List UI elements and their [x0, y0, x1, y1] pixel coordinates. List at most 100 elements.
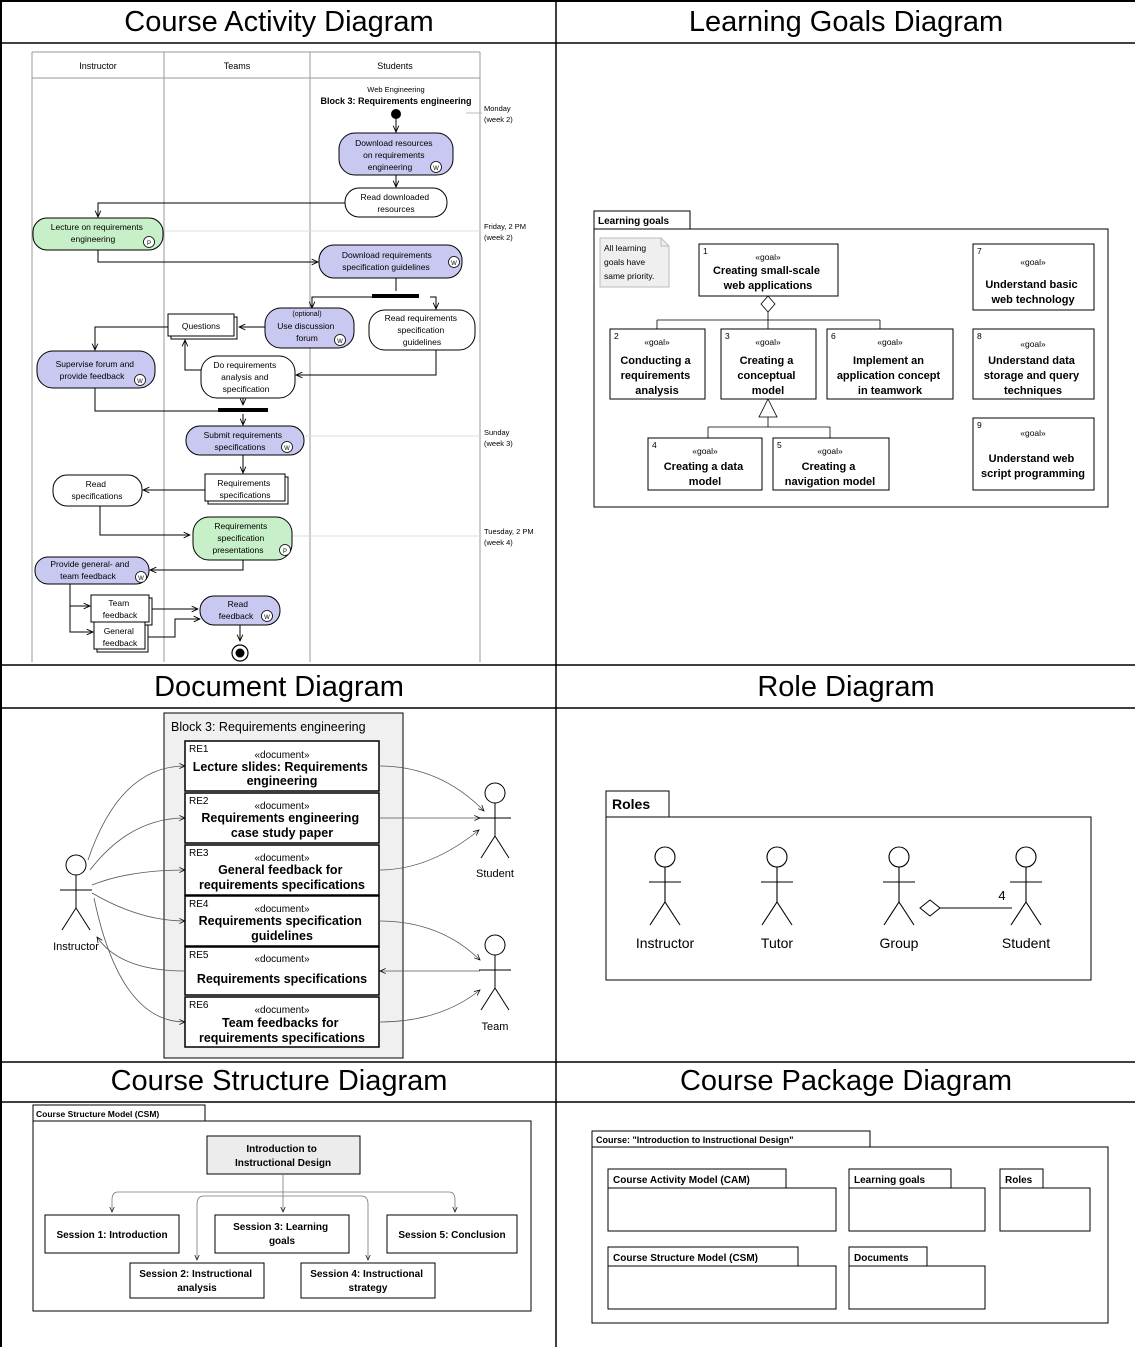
svg-text:RE4: RE4 [189, 899, 209, 910]
svg-text:Creating small-scale web: Creating small-scale web applications [713, 265, 823, 292]
svg-text:«goal»: «goal» [1020, 339, 1046, 349]
roles-package: Roles [605, 790, 1092, 981]
course-package-header: Course Package Diagram [679, 1065, 1013, 1097]
node-supervise: Supervise forum and provide feedback W [36, 350, 156, 389]
lane-instructor: Instructor [79, 61, 117, 71]
role-diagram: Roles Instructor Tutor Group Student [605, 790, 1092, 981]
course-structure-diagram: Course Structure Model (CSM) Introductio… [32, 1104, 532, 1312]
document-re4: RE4 «document» Requirements specificatio… [184, 895, 380, 947]
actor-instructor [60, 854, 92, 931]
role-tutor-label: Tutor [761, 935, 793, 951]
svg-text:Do requirements analysis: Do requirements analysis and specificati… [213, 360, 278, 394]
svg-text:9: 9 [977, 420, 982, 430]
svg-text:Requirements specification: Requirements specification guidelines [199, 914, 366, 943]
activity-flows [69, 119, 436, 641]
document-re5: RE5 «document» Requirements specificatio… [184, 946, 380, 996]
svg-text:Understand basic web tec: Understand basic web technology [985, 279, 1080, 306]
svg-text:RE1: RE1 [189, 744, 209, 755]
svg-text:1: 1 [703, 246, 708, 256]
csm-connectors [112, 1175, 455, 1260]
svg-text:«goal»: «goal» [644, 337, 670, 347]
svg-text:Understand web script pr: Understand web script programming [981, 453, 1085, 480]
goal-7: 7 «goal» Understand basic web technology [972, 243, 1095, 311]
role-actor-group [883, 846, 915, 926]
document-diagram: Block 3: Requirements engineering RE1 «d… [53, 712, 514, 1059]
svg-text:«document»: «document» [254, 750, 309, 761]
svg-text:RE5: RE5 [189, 950, 209, 961]
subpackage-documents: Documents [848, 1246, 986, 1310]
svg-text:(optional): (optional) [292, 311, 321, 318]
svg-text:Read requirements specif: Read requirements specification guidelin… [385, 313, 460, 347]
time-mark-4b: (week 4) [484, 538, 513, 547]
svg-text:2: 2 [614, 331, 619, 341]
svg-text:«document»: «document» [254, 801, 309, 812]
time-mark-2b: (week 2) [484, 233, 513, 242]
node-provide-feedback: Provide general- and team feedback W [34, 556, 150, 585]
svg-text:«goal»: «goal» [692, 446, 718, 456]
time-mark-1b: (week 2) [484, 115, 513, 124]
lane-students: Students [377, 61, 413, 71]
goal-2: 2 «goal» Conducting a requirements analy… [609, 328, 706, 400]
svg-text:Download resources on re: Download resources on requirements engin… [355, 138, 435, 172]
goal-1: 1 «goal» Creating small-scale web applic… [698, 243, 839, 297]
node-read-specs: Read specifications [52, 474, 143, 507]
time-mark-2: Friday, 2 PM [484, 222, 526, 231]
svg-text:W: W [337, 339, 343, 345]
svg-text:Session 2: Instructional: Session 2: Instructional analysis [139, 1269, 255, 1294]
svg-text:All learning goals have: All learning goals have same priority. [604, 243, 654, 281]
svg-text:Roles: Roles [1005, 1175, 1033, 1186]
svg-text:W: W [433, 166, 439, 172]
object-team-feedback: Team feedback [90, 594, 153, 626]
svg-text:Use discussion forum: Use discussion forum [277, 321, 337, 343]
role-header: Role Diagram [757, 671, 935, 703]
learning-goals-header: Learning Goals Diagram [688, 6, 1004, 38]
role-actor-instructor [649, 846, 681, 926]
document-re6: RE6 «document» Team feedbacks for requir… [184, 996, 380, 1048]
course-name: Web Engineering [367, 85, 424, 94]
role-student-label: Student [1002, 935, 1050, 951]
svg-text:4: 4 [652, 440, 657, 450]
svg-text:«goal»: «goal» [877, 337, 903, 347]
svg-text:7: 7 [977, 246, 982, 256]
svg-text:P: P [147, 241, 151, 247]
aggregation-group-student [919, 899, 1012, 917]
goal-4: 4 «goal» Creating a data model [647, 437, 763, 491]
node-read-guidelines: Read requirements specification guidelin… [368, 309, 476, 351]
svg-text:Conducting a requirement: Conducting a requirements analysis [620, 355, 693, 397]
subpackage-cam: Course Activity Model (CAM) [607, 1168, 837, 1232]
node-presentations: Requirements specification presentations… [192, 516, 293, 561]
svg-text:Learning goals: Learning goals [854, 1175, 926, 1186]
svg-text:RE2: RE2 [189, 796, 209, 807]
svg-text:W: W [137, 379, 143, 385]
subpackage-learning-goals: Learning goals [848, 1168, 986, 1232]
swimlanes [31, 51, 481, 662]
svg-text:3: 3 [725, 331, 730, 341]
goal-5: 5 «goal» Creating a navigation model [772, 437, 890, 491]
svg-text:Team feedbacks for requi: Team feedbacks for requirements specific… [199, 1016, 365, 1045]
learning-goals-diagram: Learning goals All learning goals have s… [593, 210, 1109, 508]
csm-session-2: Session 2: Instructional analysis [129, 1262, 265, 1299]
svg-text:6: 6 [831, 331, 836, 341]
time-mark-4: Tuesday, 2 PM [484, 527, 534, 536]
svg-text:Requirements engineering: Requirements engineering case study pape… [201, 811, 362, 840]
actor-instructor-label: Instructor [53, 941, 99, 953]
svg-text:Provide general- and tea: Provide general- and team feedback [50, 559, 131, 581]
svg-text:Download requirements sp: Download requirements specification guid… [342, 250, 434, 272]
object-general-feedback: General feedback [93, 621, 149, 653]
csm-session-5: Session 5: Conclusion [386, 1214, 518, 1254]
svg-text:«document»: «document» [254, 954, 309, 965]
svg-text:Roles: Roles [612, 796, 650, 812]
start-node [391, 109, 401, 119]
node-lecture: Lecture on requirements engineering P [32, 217, 164, 251]
goal-8: 8 «goal» Understand data storage and que… [972, 328, 1095, 400]
svg-text:W: W [138, 576, 144, 582]
svg-text:«goal»: «goal» [755, 337, 781, 347]
svg-text:Course Structure Model (CSM): Course Structure Model (CSM) [613, 1253, 758, 1264]
document-re3: RE3 «document» General feedback for requ… [184, 844, 380, 896]
svg-text:Requirements specifications: Requirements specifications [197, 972, 367, 986]
svg-text:Session 5: Conclusion: Session 5: Conclusion [398, 1230, 505, 1241]
svg-text:Session 4: Instructional: Session 4: Instructional strategy [310, 1269, 426, 1294]
svg-text:Documents: Documents [854, 1253, 909, 1264]
role-actor-tutor [761, 846, 793, 926]
svg-text:«goal»: «goal» [817, 446, 843, 456]
